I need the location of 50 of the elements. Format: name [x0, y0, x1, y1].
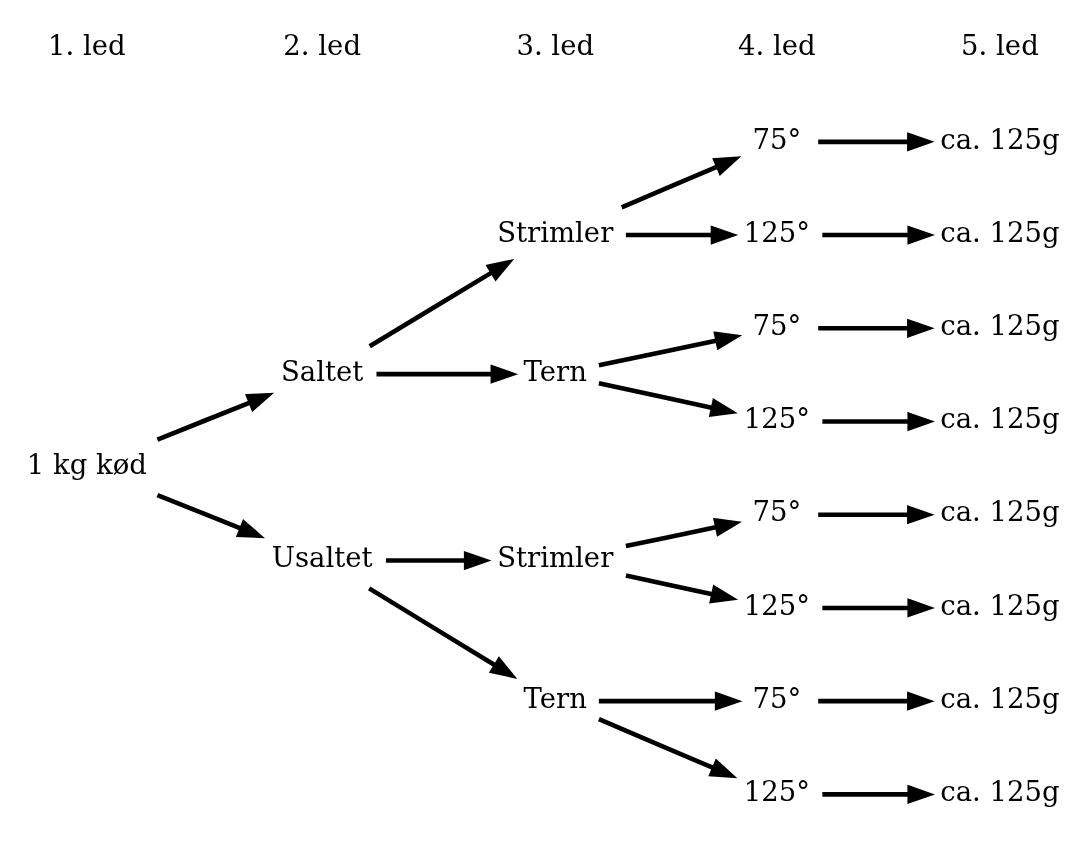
node-text: 125° — [743, 588, 810, 621]
arrow — [818, 318, 935, 338]
node-text: 75° — [752, 122, 802, 155]
arrow — [822, 784, 935, 804]
node-text: 125° — [743, 401, 810, 434]
node-text: ca. 125g — [940, 308, 1060, 341]
arrow — [822, 224, 935, 245]
arrow — [156, 492, 265, 538]
node-text: ca. 125g — [940, 122, 1060, 155]
node-text: Tern — [523, 354, 587, 387]
arrow — [625, 572, 739, 603]
label: 2. led — [283, 28, 361, 61]
node-text: Tern — [523, 681, 587, 714]
node-text: ca. 125g — [940, 494, 1060, 527]
node-text: 75° — [752, 308, 802, 341]
label: 5. led — [961, 28, 1039, 61]
arrow — [598, 380, 738, 417]
arrow — [156, 392, 275, 442]
node-text: 75° — [752, 494, 802, 527]
label: 1. led — [48, 28, 126, 61]
label: 4. led — [737, 28, 816, 61]
arrow — [598, 691, 743, 711]
label: 3. led — [516, 28, 595, 61]
node-text: Strimler — [497, 215, 614, 248]
node-text: ca. 125g — [940, 681, 1060, 714]
node-text: 125° — [743, 774, 810, 807]
node-text: 1 kg kød — [26, 447, 147, 480]
arrow — [598, 716, 738, 778]
node-text: 75° — [752, 681, 802, 714]
arrow — [818, 131, 935, 151]
node-text: Strimler — [497, 540, 614, 573]
arrow — [367, 585, 518, 679]
arrow — [822, 597, 935, 618]
arrow — [598, 330, 743, 368]
node-text: Usaltet — [271, 540, 373, 573]
arrow — [625, 517, 742, 548]
node-text: ca. 125g — [940, 215, 1060, 248]
arrow — [625, 224, 739, 245]
node-text: ca. 125g — [940, 588, 1060, 621]
arrow — [620, 155, 742, 209]
node-text: ca. 125g — [940, 401, 1060, 434]
arrow — [368, 258, 515, 348]
arrow — [818, 504, 935, 524]
node-text: Saltet — [280, 354, 364, 387]
arrow — [376, 364, 519, 384]
node-text: ca. 125g — [940, 774, 1060, 807]
arrow — [385, 550, 492, 570]
arrow — [818, 691, 935, 711]
node-text: 125° — [743, 215, 810, 248]
arrow — [822, 411, 935, 431]
